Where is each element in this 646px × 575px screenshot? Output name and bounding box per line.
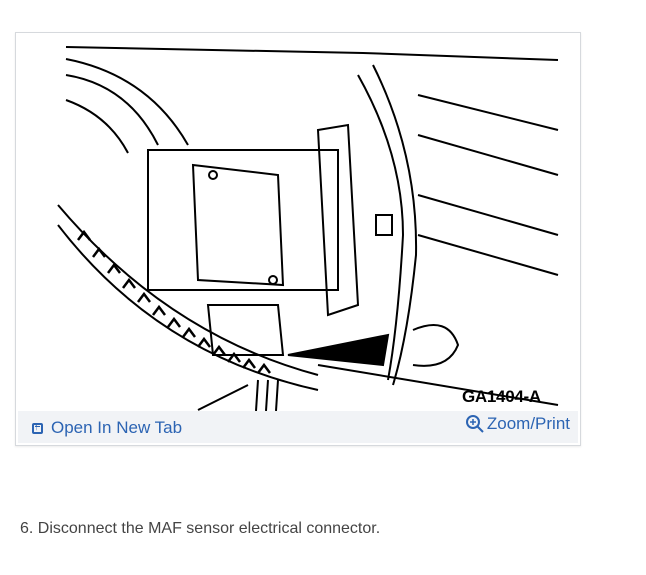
open-new-tab-icon [32,422,43,434]
zoom-print-label: Zoom/Print [486,414,570,433]
figure-label: GA1404-A [462,387,541,406]
figure-card: GA1404-A Open In New Tab Zoom/Print [15,32,581,446]
step-instruction: 6. Disconnect the MAF sensor electrical … [20,520,381,537]
open-in-new-tab-label: Open In New Tab [51,418,183,437]
zoom-print-link[interactable]: Zoom/Print [465,414,570,434]
zoom-in-icon [465,415,484,433]
figure-action-bar: Open In New Tab Zoom/Print [18,411,578,443]
open-in-new-tab-link[interactable]: Open In New Tab [32,418,182,438]
maf-sensor-illustration: GA1404-A [18,35,578,411]
